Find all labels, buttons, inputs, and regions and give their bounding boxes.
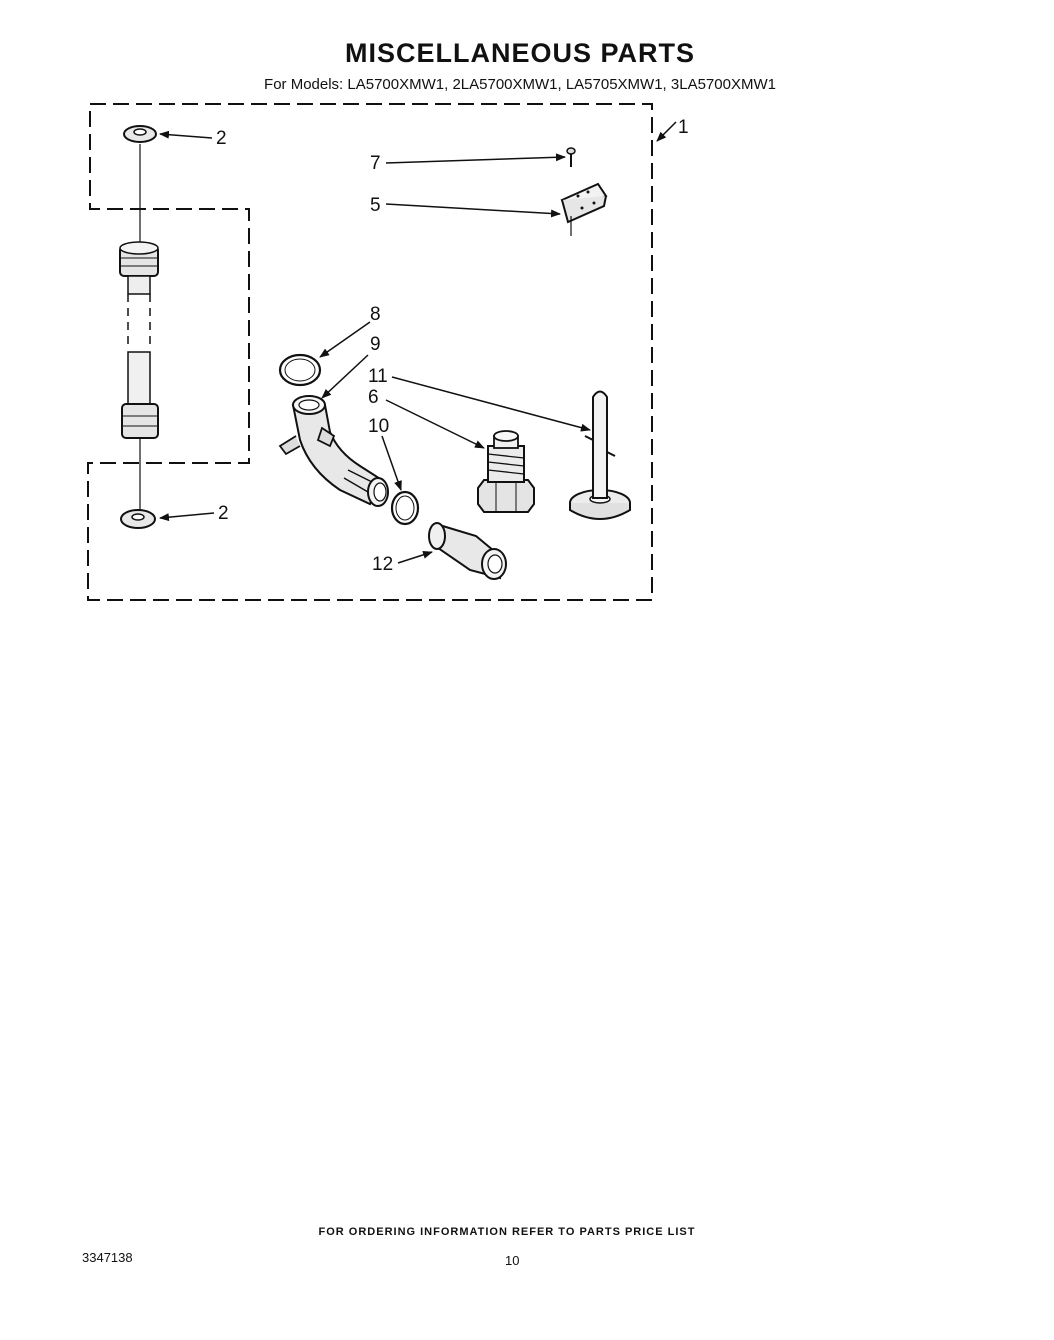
leader-5	[385, 203, 561, 218]
drain-plug	[477, 430, 535, 513]
clip	[560, 182, 608, 236]
callout-10: 10	[368, 416, 389, 437]
callout-2-bottom: 2	[218, 503, 229, 524]
ordering-note: FOR ORDERING INFORMATION REFER TO PARTS …	[318, 1226, 696, 1238]
callout-8: 8	[370, 304, 381, 325]
clamp-ring	[278, 353, 322, 387]
hose-clamp	[390, 490, 420, 526]
callout-5: 5	[370, 195, 381, 216]
document-number: 3347138	[82, 1250, 133, 1265]
callout-1: 1	[678, 117, 689, 138]
callout-9: 9	[370, 334, 381, 355]
pin	[569, 390, 631, 520]
leader-2-top	[159, 130, 213, 139]
leader-7	[385, 153, 566, 164]
callout-11: 11	[368, 366, 388, 387]
page-number: 10	[505, 1253, 520, 1268]
screw	[566, 147, 576, 167]
washer-bottom	[120, 509, 156, 529]
washer-top	[123, 125, 157, 143]
coupling	[428, 522, 507, 580]
callout-6: 6	[368, 387, 379, 408]
leader-2-bottom	[159, 512, 215, 522]
elbow-hose	[278, 395, 389, 507]
callout-12: 12	[372, 554, 393, 575]
models-subtitle: For Models: LA5700XMW1, 2LA5700XMW1, LA5…	[264, 76, 776, 93]
shaft-assembly	[119, 144, 159, 512]
leader-11	[391, 376, 591, 432]
callout-2-top: 2	[216, 128, 227, 149]
callout-7: 7	[370, 153, 381, 174]
leader-8	[319, 321, 371, 358]
leader-10	[381, 435, 402, 491]
page-title: MISCELLANEOUS PARTS	[344, 38, 695, 68]
leader-9	[321, 354, 369, 399]
kit-outline	[87, 103, 653, 601]
leader-1	[656, 121, 677, 142]
leader-12	[397, 550, 433, 564]
leader-6	[385, 399, 485, 449]
